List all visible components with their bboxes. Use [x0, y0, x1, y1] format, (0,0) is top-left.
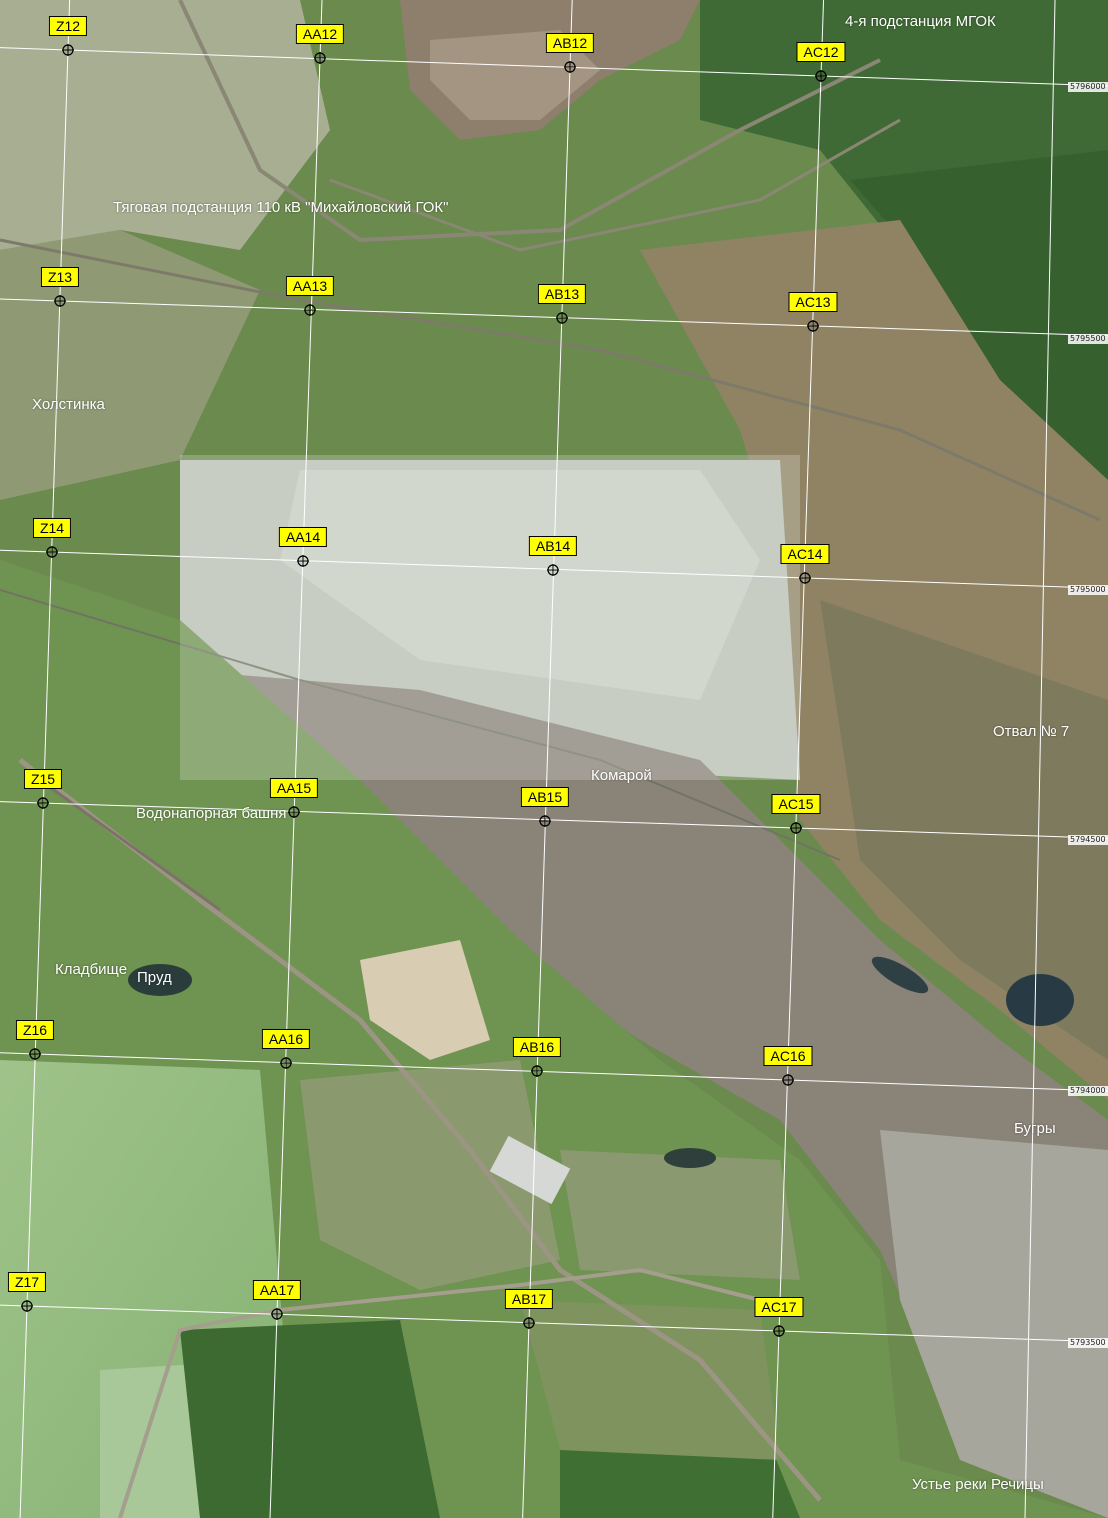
crosshair-icon	[21, 1300, 33, 1312]
grid-cell-tag[interactable]: AB14	[528, 536, 578, 556]
grid-cell-tag[interactable]: AA14	[278, 527, 328, 547]
grid-cell-tag[interactable]: AA15	[269, 778, 319, 798]
crosshair-icon	[280, 1057, 292, 1069]
grid-cell-tag[interactable]: Z15	[23, 769, 63, 789]
northing-label: 5795000	[1068, 585, 1108, 595]
place-label-substation-mgok: 4-я подстанция МГОК	[845, 13, 996, 30]
crosshair-icon	[790, 822, 802, 834]
crosshair-icon	[807, 320, 819, 332]
crosshair-icon	[523, 1317, 535, 1329]
place-label-water-tower: Водонапорная башня	[136, 805, 287, 822]
grid-cell-tag[interactable]: AB17	[504, 1289, 554, 1309]
place-label-river-mouth: Устье реки Речицы	[912, 1476, 1044, 1493]
grid-line-vertical	[522, 0, 573, 1518]
crosshair-icon	[37, 797, 49, 809]
grid-cell-tag[interactable]: AC16	[763, 1046, 813, 1066]
grid-cell-tag[interactable]: Z16	[15, 1020, 55, 1040]
grid-cell-tag[interactable]: AC17	[754, 1297, 804, 1317]
crosshair-icon	[782, 1074, 794, 1086]
grid-cell-tag[interactable]: AA16	[261, 1029, 311, 1049]
place-label-bugry: Бугры	[1014, 1120, 1056, 1137]
grid-line-vertical	[269, 0, 323, 1518]
grid-cell-tag[interactable]: Z17	[7, 1272, 47, 1292]
place-label-cemetery: Кладбище	[55, 961, 128, 978]
place-label-kholstinka: Холстинка	[32, 396, 105, 413]
crosshair-icon	[556, 312, 568, 324]
grid-line-vertical	[19, 0, 71, 1518]
crosshair-icon	[564, 61, 576, 73]
crosshair-icon	[773, 1325, 785, 1337]
crosshair-icon	[799, 572, 811, 584]
grid-cell-tag[interactable]: Z12	[48, 16, 88, 36]
grid-line-horizontal	[0, 47, 1108, 87]
grid-line-horizontal	[0, 1052, 1108, 1092]
crosshair-icon	[531, 1065, 543, 1077]
grid-line-horizontal	[0, 298, 1108, 337]
place-label-otval-7: Отвал № 7	[993, 723, 1070, 740]
grid-cell-tag[interactable]: AC15	[771, 794, 821, 814]
place-label-traction-substation: Тяговая подстанция 110 кВ "Михайловский …	[113, 199, 449, 216]
northing-label: 5794500	[1068, 835, 1108, 845]
grid-line-horizontal	[0, 1304, 1108, 1343]
northing-label: 5794000	[1068, 1086, 1108, 1096]
grid-cell-tag[interactable]: AB16	[512, 1037, 562, 1057]
grid-line-vertical	[772, 0, 825, 1518]
grid-cell-tag[interactable]: AB15	[520, 787, 570, 807]
crosshair-icon	[288, 806, 300, 818]
crosshair-icon	[304, 304, 316, 316]
grid-line-horizontal	[0, 801, 1108, 839]
grid-cell-tag[interactable]: AB13	[537, 284, 587, 304]
northing-label: 5793500	[1068, 1338, 1108, 1348]
grid-cell-tag[interactable]: AA17	[252, 1280, 302, 1300]
northing-label: 5795500	[1068, 334, 1108, 344]
crosshair-icon	[314, 52, 326, 64]
grid-line-vertical	[1024, 0, 1056, 1518]
crosshair-icon	[29, 1048, 41, 1060]
grid-cell-tag[interactable]: AA13	[285, 276, 335, 296]
crosshair-icon	[815, 70, 827, 82]
grid-cell-tag[interactable]: AB12	[545, 33, 595, 53]
grid-cell-tag[interactable]: AC13	[788, 292, 838, 312]
grid-cell-tag[interactable]: Z14	[32, 518, 72, 538]
grid-cell-tag[interactable]: Z13	[40, 267, 80, 287]
grid-cell-tag[interactable]: AC12	[796, 42, 846, 62]
crosshair-icon	[271, 1308, 283, 1320]
grid-cell-tag[interactable]: AC14	[780, 544, 830, 564]
crosshair-icon	[54, 295, 66, 307]
crosshair-icon	[539, 815, 551, 827]
grid-cell-tag[interactable]: AA12	[295, 24, 345, 44]
northing-label: 5796000	[1068, 82, 1108, 92]
crosshair-icon	[62, 44, 74, 56]
place-label-pond: Пруд	[137, 969, 172, 986]
crosshair-icon	[547, 564, 559, 576]
crosshair-icon	[297, 555, 309, 567]
place-label-komaroy: Комарой	[591, 767, 652, 784]
crosshair-icon	[46, 546, 58, 558]
